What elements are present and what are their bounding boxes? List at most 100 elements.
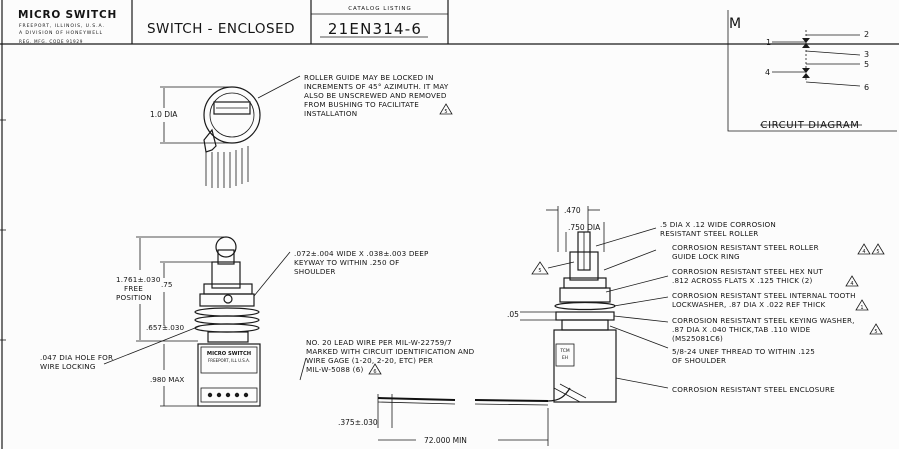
top-view-outer-ring [203, 86, 261, 144]
circuit-contact-arrow-3 [802, 68, 810, 73]
wire-note-line-1: NO. 20 LEAD WIRE PER MIL-W-22759/7 [306, 338, 452, 347]
lead-wire-right-segment-edge [474, 403, 549, 406]
side-view: MICRO SWITCH FREEPORT, ILL U.S.A. 1.761±… [40, 236, 429, 407]
dim-72-label: 72.000 MIN [424, 436, 467, 445]
side-view-terminal-strip [200, 387, 258, 403]
right-view-wire-exit [553, 383, 587, 403]
note-flag-5: 5 [876, 249, 879, 255]
note-flag-triangle-7 [855, 299, 869, 311]
lead-wire-bend [547, 387, 571, 402]
keyway-note-line-3: SHOULDER [294, 267, 336, 276]
dim-657-label: .657±.030 [146, 323, 184, 332]
callout-leader-thread [609, 325, 669, 349]
company-division: A DIVISION OF HONEYWELL [19, 30, 103, 36]
company-location: FREEPORT, ILLINOIS, U.S.A. [19, 23, 105, 29]
callout-keying-washer-line-3: (MS25081C6) [672, 334, 723, 343]
note-flag-triangle-6 [845, 275, 859, 287]
terminal-3: 3 [864, 50, 869, 59]
top-view-lead-wires [205, 146, 249, 188]
wire-note-line-4: MIL-W-5088 (6) [306, 365, 363, 374]
roller-guide-leader [257, 75, 301, 99]
right-view-nameplate [555, 343, 575, 367]
callout-hex-nut-line-1: CORROSION RESISTANT STEEL HEX NUT [672, 267, 823, 276]
callout-leader-keying-washer [613, 315, 669, 323]
hole-note-line-2: WIRE LOCKING [40, 362, 96, 371]
terminal-4: 4 [765, 68, 770, 77]
roller-note-line-5: INSTALLATION [304, 109, 357, 118]
roller-note-line-2: INCREMENTS OF 45° AZIMUTH. IT MAY [304, 82, 449, 91]
dim-750-label: .750 DIA [568, 223, 601, 232]
callout-leader-lock-ring [603, 249, 657, 271]
callout-thread-line-1: 5/8-24 UNEF THREAD TO WITHIN .125 [672, 347, 815, 356]
circuit-diagram: CIRCUIT DIAGRAM 1 2 3 4 5 6 [727, 10, 897, 132]
callout-leader-enclosure [615, 377, 669, 389]
note-flag-triangle-4 [857, 243, 871, 255]
note-flag-4: 4 [862, 249, 865, 255]
circuit-no-lead-3 [805, 50, 861, 56]
dim-470-label: .470 [564, 206, 581, 215]
side-view-hex-nut-lower [207, 331, 249, 343]
note-flag-triangle-2 [368, 363, 382, 375]
note-flag-1: 5 [444, 109, 447, 115]
right-view: TCM EH .470 .750 DIA .05 5 .5 DIA X .12 … [507, 206, 885, 403]
callout-lockwasher-line-1: CORROSION RESISTANT STEEL INTERNAL TOOTH [672, 291, 856, 300]
note-flag-3: 5 [538, 268, 541, 274]
callout-enclosure-line-1: CORROSION RESISTANT STEEL ENCLOSURE [672, 385, 835, 394]
side-view-terminal-1 [207, 392, 213, 398]
note-flag-2: 6 [373, 369, 376, 375]
circuit-contact-arrow-1 [802, 38, 810, 43]
side-view-terminal-3 [225, 392, 231, 398]
keyway-note: .072±.004 WIDE X .038±.003 DEEP KEYWAY T… [294, 249, 429, 276]
drawing-title: SWITCH - ENCLOSED [147, 21, 295, 37]
terminal-5: 5 [864, 60, 869, 69]
right-view-lockwasher [554, 301, 616, 311]
right-view-enclosure [553, 329, 617, 403]
free-position-free: FREE [124, 284, 143, 293]
corner-mark: M [729, 16, 741, 32]
callout-keying-washer-line-2: .87 DIA X .040 THICK,TAB .110 WIDE [672, 325, 811, 334]
side-view-label-brand: MICRO SWITCH [207, 351, 251, 357]
keyway-note-line-2: KEYWAY TO WITHIN .250 OF [294, 258, 399, 267]
free-position-value: 1.761±.030 [116, 275, 161, 284]
dim-980-label: .980 MAX [150, 375, 184, 384]
callout-lock-ring-line-1: CORROSION RESISTANT STEEL ROLLER [672, 243, 819, 252]
side-view-terminal-5 [243, 392, 249, 398]
lead-wire-note: NO. 20 LEAD WIRE PER MIL-W-22759/7 MARKE… [306, 338, 474, 374]
catalog-caption: CATALOG LISTING [348, 6, 412, 12]
lead-wire-left-segment [377, 397, 456, 401]
circuit-diagram-label: CIRCUIT DIAGRAM [761, 120, 860, 131]
callout-lockwasher-line-2: LOCKWASHER, .87 DIA X .022 REF THICK [672, 300, 826, 309]
side-view-roller [215, 236, 237, 258]
note-flag-8: 5 [874, 329, 877, 335]
dim-75-label: .75 [161, 280, 172, 289]
right-view-label-a: TCM [559, 348, 569, 354]
side-view-label-line: FREEPORT, ILL U.S.A. [208, 358, 250, 363]
top-view-dia-label: 1.0 DIA [150, 110, 178, 119]
top-view: 1.0 DIA ROLLER GUIDE MAY BE LOCKED IN IN… [150, 73, 453, 188]
callout-leader-lockwasher [613, 296, 669, 307]
wire-note-line-3: WIRE GAGE (1-20, 2-20, ETC) PER [306, 356, 433, 365]
lead-wire: NO. 20 LEAD WIRE PER MIL-W-22759/7 MARKE… [299, 338, 571, 446]
callout-hex-nut-line-2: .812 ACROSS FLATS X .125 THICK (2) [672, 276, 812, 285]
callout-lock-ring-line-2: GUIDE LOCK RING [672, 252, 740, 261]
hole-note-leader [103, 325, 201, 365]
right-view-lower-nut [561, 319, 609, 331]
note-flag-triangle-8 [869, 323, 883, 335]
right-view-keying-washer [555, 311, 615, 321]
catalog-number: 21EN314-6 [328, 20, 422, 38]
callout-roller-line-1: .5 DIA X .12 WIDE CORROSION [660, 220, 776, 229]
right-view-label-b: EH [562, 355, 568, 361]
circuit-contact-arrow-4 [802, 73, 810, 78]
note-flag-6: 4 [850, 281, 853, 287]
hole-note: .047 DIA HOLE FOR WIRE LOCKING [40, 353, 113, 371]
company-code: REG. MFG. CODE 91929 [19, 39, 83, 44]
dim-05-label: .05 [507, 310, 519, 319]
roller-note-line-4: FROM BUSHING TO FACILITATE [304, 100, 419, 109]
callout-leader-roller [595, 227, 657, 247]
note-flag-triangle-1 [439, 103, 453, 115]
note-flag-triangle-3 [531, 261, 549, 275]
side-view-washer-3 [194, 323, 260, 333]
side-view-terminal-4 [234, 392, 240, 398]
